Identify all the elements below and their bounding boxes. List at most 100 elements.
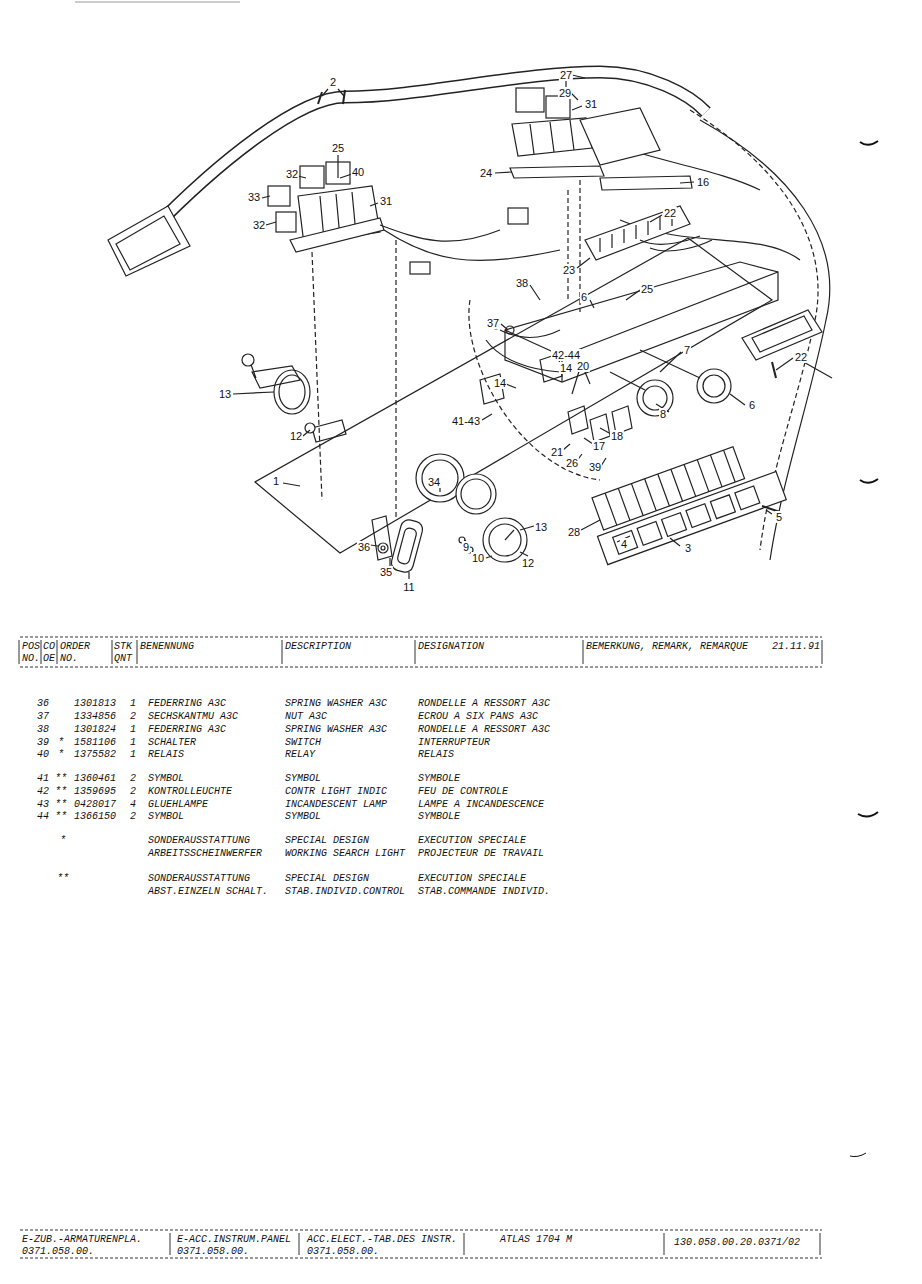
table-cell: NO. xyxy=(60,653,78,664)
callout-number: 31 xyxy=(379,195,393,207)
table-cell: SCHALTER xyxy=(148,737,196,748)
footer-text: E-ACC.INSTRUM.PANEL xyxy=(177,1234,291,1245)
callout-number: 12 xyxy=(521,557,535,569)
callout-number: 20 xyxy=(576,360,590,372)
table-cell: CO xyxy=(43,641,55,652)
callout-number: 22 xyxy=(794,351,808,363)
table-cell: ** xyxy=(57,873,69,884)
footer-text: ACC.ELECT.-TAB.DES INSTR. xyxy=(307,1234,457,1245)
table-cell: SYMBOL xyxy=(148,811,184,822)
callout-number: 10 xyxy=(471,552,485,564)
table-cell: SPECIAL DESIGN xyxy=(285,873,369,884)
table-cell: SYMBOL xyxy=(285,773,321,784)
callout-number: 23 xyxy=(562,264,576,276)
table-cell: SYMBOL xyxy=(148,773,184,784)
table-cell: FEU DE CONTROLE xyxy=(418,786,508,797)
table-cell: DESIGNATION xyxy=(418,641,484,652)
table-cell: SONDERAUSSTATTUNG xyxy=(148,873,250,884)
footer-text: 0371.058.00. xyxy=(307,1246,379,1257)
table-cell: SYMBOLE xyxy=(418,773,460,784)
table-cell: ** xyxy=(55,786,67,797)
callout-number: 39 xyxy=(588,461,602,473)
callout-number: 2 xyxy=(329,76,337,88)
callout-number: 8 xyxy=(659,408,667,420)
table-cell: EXECUTION SPECIALE xyxy=(418,835,526,846)
callout-number: 17 xyxy=(592,440,606,452)
table-cell: FEDERRING A3C xyxy=(148,698,226,709)
table-cell: POS xyxy=(22,641,40,652)
callout-number: 29 xyxy=(558,87,572,99)
callout-number: 16 xyxy=(696,176,710,188)
table-cell: INTERRUPTEUR xyxy=(418,737,490,748)
table-cell: 2 xyxy=(130,786,136,797)
callout-number: 27 xyxy=(559,69,573,81)
callout-number: 21 xyxy=(550,446,564,458)
callout-number: 34 xyxy=(427,476,441,488)
table-cell: 1334856 xyxy=(74,711,116,722)
table-cell: SPRING WASHER A3C xyxy=(285,724,387,735)
callout-number: 5 xyxy=(775,511,783,523)
table-cell: GLUEHLAMPE xyxy=(148,799,208,810)
table-cell: 1301813 xyxy=(74,698,116,709)
callout-number: 24 xyxy=(479,167,493,179)
table-cell: 1581106 xyxy=(74,737,116,748)
table-cell: RELAIS xyxy=(148,749,184,760)
callout-number: 14 xyxy=(493,377,507,389)
callout-number: 3 xyxy=(684,542,692,554)
table-cell: ARBEITSSCHEINWERFER xyxy=(148,848,262,859)
table-cell: 44 xyxy=(37,811,49,822)
callout-number: 32 xyxy=(252,219,266,231)
callout-number: 22 xyxy=(663,207,677,219)
table-cell: 42 xyxy=(37,786,49,797)
table-cell: SPECIAL DESIGN xyxy=(285,835,369,846)
table-cell: SYMBOLE xyxy=(418,811,460,822)
table-cell: ** xyxy=(55,799,67,810)
table-cell: 0428017 xyxy=(74,799,116,810)
callout-number: 6 xyxy=(748,399,756,411)
table-cell: 43 xyxy=(37,799,49,810)
table-cell: DESCRIPTION xyxy=(285,641,351,652)
table-cell: 2 xyxy=(130,711,136,722)
callout-number: 6 xyxy=(580,291,588,303)
callout-number: 13 xyxy=(218,388,232,400)
table-cell: RELAY xyxy=(285,749,315,760)
table-cell: 2 xyxy=(130,773,136,784)
callout-number: 35 xyxy=(379,566,393,578)
table-cell: 1366150 xyxy=(74,811,116,822)
table-cell: 1 xyxy=(130,749,136,760)
table-cell: RONDELLE A RESSORT A3C xyxy=(418,724,550,735)
table-cell: 1301824 xyxy=(74,724,116,735)
callout-number: 38 xyxy=(515,277,529,289)
table-cell: 1 xyxy=(130,698,136,709)
table-cell: SONDERAUSSTATTUNG xyxy=(148,835,250,846)
table-cell: RELAIS xyxy=(418,749,454,760)
table-cell: BENENNUNG xyxy=(140,641,194,652)
table-cell: RONDELLE A RESSORT A3C xyxy=(418,698,550,709)
callout-number: 1 xyxy=(272,475,280,487)
table-cell: QNT xyxy=(114,653,132,664)
callout-number: 32 xyxy=(285,168,299,180)
table-cell: 36 xyxy=(37,698,49,709)
callout-number: 18 xyxy=(610,430,624,442)
callout-number: 9 xyxy=(462,541,470,553)
table-cell: 1 xyxy=(130,737,136,748)
callout-number: 40 xyxy=(351,166,365,178)
table-cell: 2 xyxy=(130,811,136,822)
callout-number: 28 xyxy=(567,526,581,538)
table-cell: * xyxy=(60,835,66,846)
table-cell: 21.11.91 xyxy=(772,641,820,652)
callout-number: 37 xyxy=(486,317,500,329)
table-cell: OE xyxy=(43,653,55,664)
table-cell: 4 xyxy=(130,799,136,810)
table-cell: BEMERKUNG, REMARK, REMARQUE xyxy=(586,641,748,652)
table-cell: 40 xyxy=(37,749,49,760)
table-cell: * xyxy=(58,737,64,748)
table-cell: ** xyxy=(55,811,67,822)
table-cell: CONTR LIGHT INDIC xyxy=(285,786,387,797)
callout-number: 14 xyxy=(559,362,573,374)
footer-text: 0371.058.00. xyxy=(22,1246,94,1257)
table-cell: STAB.COMMANDE INDIVID. xyxy=(418,886,550,897)
footer-text: 130.058.00.20.0371/02 xyxy=(674,1237,800,1248)
callout-number: 31 xyxy=(584,98,598,110)
callout-number: 7 xyxy=(683,344,691,356)
